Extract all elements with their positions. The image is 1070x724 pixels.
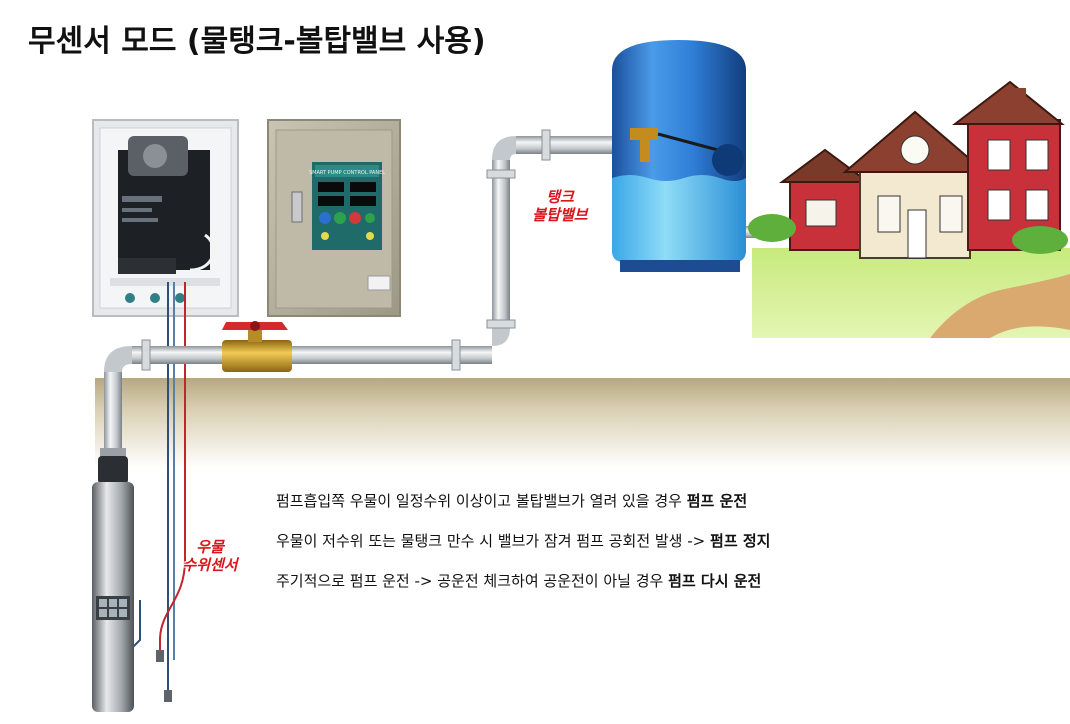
house (748, 80, 1070, 338)
sensor-label: 우물 수위센서 (172, 538, 248, 574)
description-line-3-emphasis: 펌프 다시 운전 (668, 572, 762, 590)
description: 펌프흡입쪽 우물이 일정수위 이상이고 볼탑밸브가 열려 있을 경우 펌프 운전… (276, 490, 1036, 610)
tank-valve-label-line1: 탱크 (546, 188, 574, 206)
sensor-label-line2: 수위센서 (182, 556, 238, 574)
description-line-2: 우물이 저수위 또는 물탱크 만수 시 밸브가 잠겨 펌프 공회전 발생 -> … (276, 530, 1036, 570)
sensor-cables (126, 282, 186, 702)
description-line-3: 주기적으로 펌프 운전 -> 공운전 체크하여 공운전이 아닐 경우 펌프 다시… (276, 570, 1036, 610)
description-line-2-emphasis: 펌프 정지 (710, 532, 771, 550)
description-line-3-text: 주기적으로 펌프 운전 -> 공운전 체크하여 공운전이 아닐 경우 (276, 572, 669, 590)
pump-control-panel: SMART PUMP CONTROL PANEL (267, 119, 401, 317)
description-line-2-text: 우물이 저수위 또는 물탱크 만수 시 밸브가 잠겨 펌프 공회전 발생 -> (276, 532, 711, 550)
description-line-1: 펌프흡입쪽 우물이 일정수위 이상이고 볼탑밸브가 열려 있을 경우 펌프 운전 (276, 490, 1036, 530)
ball-valve (222, 321, 292, 372)
panel-header: SMART PUMP CONTROL PANEL (309, 170, 385, 176)
ground (95, 378, 1070, 468)
sensor-label-line1: 우물 (196, 538, 224, 556)
description-line-1-text: 펌프흡입쪽 우물이 일정수위 이상이고 볼탑밸브가 열려 있을 경우 (276, 492, 687, 510)
tank-valve-label: 탱크 볼탑밸브 (528, 188, 592, 224)
submersible-pump (92, 448, 134, 712)
tank-valve-label-line2: 볼탑밸브 (532, 206, 588, 224)
water-tank (612, 40, 746, 272)
sensor-control-box (92, 119, 239, 317)
description-line-1-emphasis: 펌프 운전 (686, 492, 748, 510)
page-title: 무센서 모드 (물탱크-볼탑밸브 사용) (28, 24, 486, 59)
